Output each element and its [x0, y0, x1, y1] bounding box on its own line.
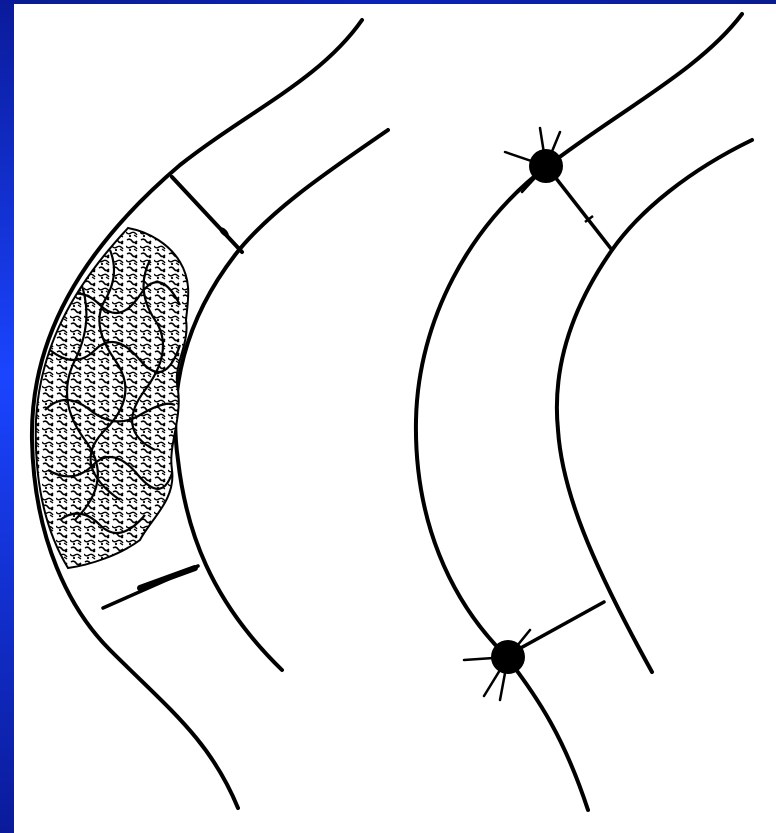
- right-upper-node: [505, 128, 563, 192]
- right-vessel: [416, 14, 752, 810]
- diagram-panel: [14, 4, 776, 833]
- diagram-canvas: [14, 4, 776, 833]
- right-lower-node: [464, 630, 530, 700]
- left-upper-connector: [172, 177, 242, 252]
- right-outer-wall: [416, 14, 742, 810]
- right-upper-connector: [548, 168, 612, 250]
- right-lower-connector: [508, 602, 604, 655]
- left-inner-wall: [175, 130, 388, 670]
- left-lower-mark: [140, 568, 195, 588]
- plaque-mass: [36, 228, 189, 568]
